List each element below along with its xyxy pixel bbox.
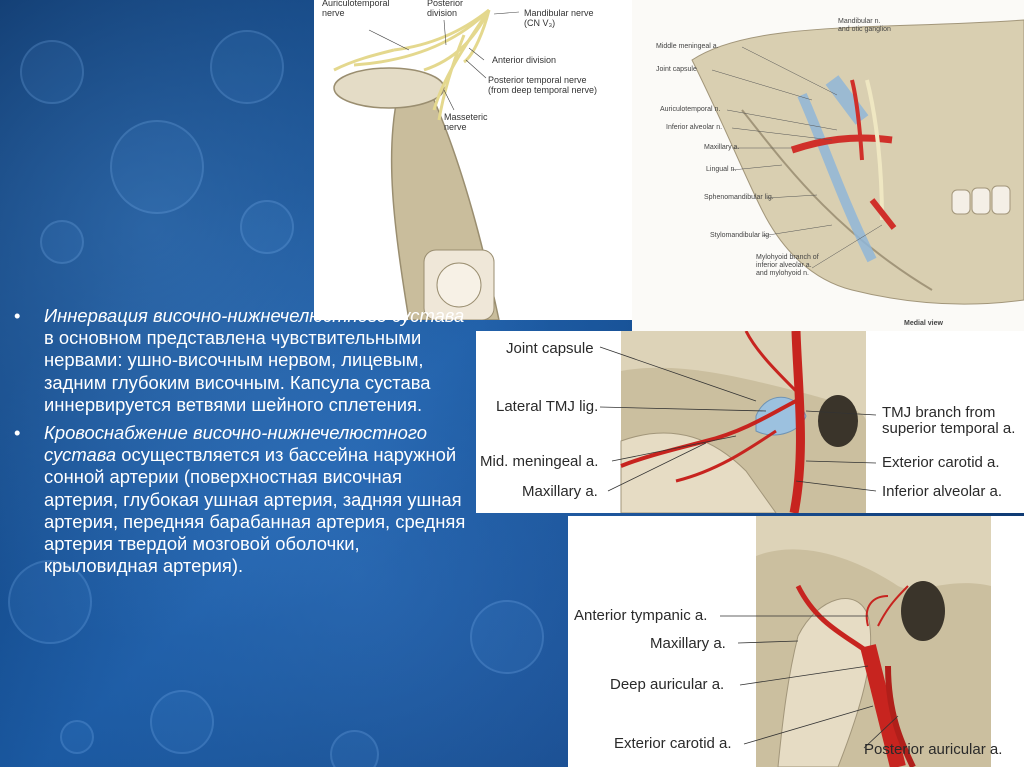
label-anterior-division: Anterior division bbox=[492, 55, 557, 65]
deep-auricular-illustration bbox=[720, 516, 991, 767]
label-posterior-temporal-nerve: Posterior temporal nerve (from deep temp… bbox=[488, 75, 598, 95]
label-sphenomandibular-lig: Sphenomandibular lig. bbox=[704, 194, 774, 201]
figure-mandibular-nerve: Auriculotemporal nerve Posterior divisio… bbox=[314, 0, 632, 320]
label-mylohyoid-branch: Mylohyoid branch of inferior alveolar a.… bbox=[756, 254, 819, 277]
label-stylomandibular-lig: Stylomandibular lig. bbox=[710, 232, 772, 239]
label-mandibular-nerve: Mandibular nerve (CN V₃) bbox=[524, 8, 594, 28]
label-mandibular-otic-ganglion: Mandibular n. and otic ganglion bbox=[838, 18, 891, 33]
mandibular-nerve-illustration bbox=[333, 8, 520, 320]
label-lingual-n: Lingual n. bbox=[706, 166, 737, 173]
label-joint-capsule: Joint capsule bbox=[656, 66, 697, 73]
label-exterior-carotid: Exterior carotid a. bbox=[882, 454, 1000, 471]
bullet-blood-supply: • Кровоснабжение височно-нижнечелюстного… bbox=[14, 422, 476, 577]
label-tmj-branch: TMJ branch from superior temporal a. bbox=[882, 404, 1016, 437]
label-masseteric-nerve: Masseteric nerve bbox=[444, 112, 488, 132]
label-lateral-tmj-lig: Lateral TMJ lig. bbox=[496, 398, 599, 415]
bullet-dot: • bbox=[14, 305, 21, 326]
figure-lateral-tmj: Joint capsule Lateral TMJ lig. Mid. meni… bbox=[476, 331, 1024, 513]
label-inferior-alveolar-n: Inferior alveolar n. bbox=[666, 124, 723, 131]
bullet-dot: • bbox=[14, 422, 21, 444]
label-posterior-auricular: Posterior auricular a. bbox=[864, 741, 1003, 758]
label-joint-capsule: Joint capsule bbox=[506, 340, 594, 357]
medial-view-illustration bbox=[691, 19, 1024, 305]
innervation-text: в основном представлена чувствительными … bbox=[44, 327, 431, 415]
label-deep-auricular: Deep auricular a. bbox=[610, 676, 725, 693]
label-middle-meningeal: Middle meningeal a. bbox=[656, 43, 719, 50]
label-medial-view: Medial view bbox=[904, 320, 943, 327]
label-auriculotemporal-n: Auriculotemporal n. bbox=[660, 106, 721, 113]
slide-text: • Иннервация височно-нижнечелюстного сус… bbox=[14, 305, 476, 583]
label-exterior-carotid: Exterior carotid a. bbox=[614, 735, 732, 752]
figure-medial-view: Mandibular n. and otic ganglion Middle m… bbox=[632, 0, 1024, 332]
lateral-tmj-illustration bbox=[599, 331, 877, 513]
blood-supply-heading: Кровоснабжение височно-нижнечелюстного с… bbox=[44, 422, 427, 466]
blood-supply-text: осуществляется из бассейна наружной сонн… bbox=[44, 444, 466, 577]
label-anterior-tympanic: Anterior tympanic a. bbox=[574, 607, 708, 624]
label-mid-meningeal: Mid. meningeal a. bbox=[480, 453, 599, 470]
innervation-heading: Иннервация височно-нижнечелюстного суста… bbox=[44, 305, 465, 326]
bullet-innervation: • Иннервация височно-нижнечелюстного сус… bbox=[14, 305, 476, 416]
label-maxillary-a: Maxillary a. bbox=[704, 144, 740, 151]
label-auriculotemporal-nerve: Auriculotemporal nerve bbox=[322, 0, 390, 18]
figure-deep-auricular: Anterior tympanic a. Maxillary a. Deep a… bbox=[568, 516, 1024, 767]
label-maxillary: Maxillary a. bbox=[650, 635, 726, 652]
label-posterior-division: Posterior division bbox=[427, 0, 464, 18]
label-inferior-alveolar: Inferior alveolar a. bbox=[882, 483, 1003, 500]
label-maxillary: Maxillary a. bbox=[522, 483, 598, 500]
